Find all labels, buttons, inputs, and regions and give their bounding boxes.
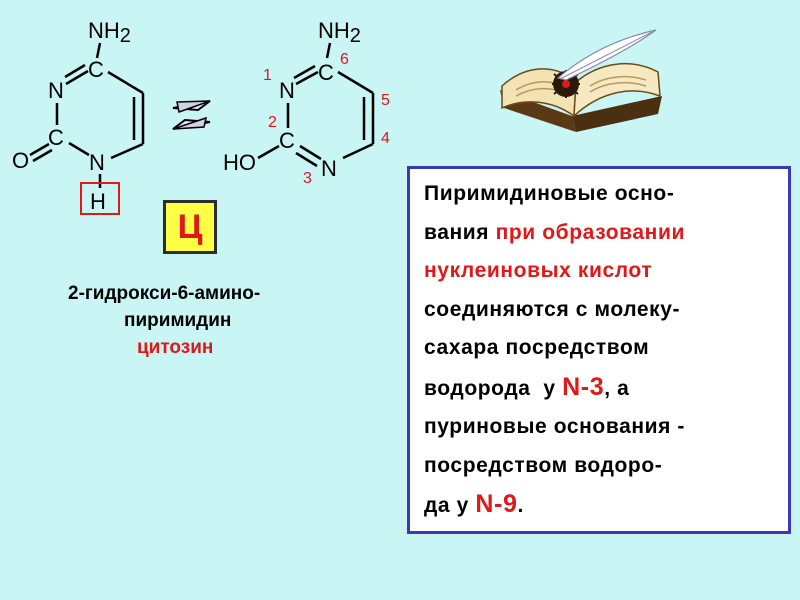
caption-line-2: пиримидин (124, 310, 232, 331)
right-bond-c2-n3 (299, 144, 322, 161)
right-bond-n1-c6 (295, 70, 319, 86)
text-line-5: сахара посредством (424, 336, 650, 359)
text-line-9: да у N-9. (424, 485, 778, 526)
right-n1: N (279, 78, 295, 103)
left-bond-c-o-double (32, 148, 53, 163)
left-o: O (12, 148, 29, 173)
left-bond-c6-n (110, 142, 144, 160)
text-line-6-start: водорода у (424, 376, 563, 400)
right-structure: NH2 C 6 N 1 5 4 2 C N 3 HO (223, 18, 390, 187)
feather-icon (556, 29, 657, 81)
explanation-textbox: Пиримидиновые осно- вания при образовани… (407, 166, 791, 534)
left-c-top: C (88, 57, 104, 82)
text-line-9-start: да у (424, 494, 476, 517)
text-line-9-end: . (517, 494, 524, 517)
caption-line-1: 2-гидрокси-6-амино- (68, 283, 261, 304)
equilibrium-arrows-icon (172, 100, 211, 130)
right-bond-n1-c6-double (293, 64, 316, 80)
left-bond-n-c (65, 69, 89, 86)
right-nh2-label: NH2 (318, 18, 361, 47)
left-bond-c2-n1 (68, 141, 90, 157)
pos-2: 2 (268, 114, 277, 131)
right-n3: N (321, 156, 337, 181)
left-structure: NH2 C N C N O H (12, 18, 145, 214)
text-line-1: Пиримидиновые осно- (424, 182, 675, 205)
left-n-left: N (48, 78, 64, 103)
left-bond-c-c5 (107, 70, 144, 95)
pos-6: 6 (340, 51, 349, 68)
highlight-n3: N-3 (562, 372, 605, 401)
book-icon (500, 29, 662, 132)
text-line-7: пуриновые основания - (424, 415, 686, 438)
pos-3: 3 (303, 170, 312, 187)
right-bond-c-nh2 (325, 42, 332, 59)
cytosine-symbol-box: Ц (163, 200, 217, 254)
right-bond-c4-n3 (342, 142, 374, 160)
text-line-2-start: вания (424, 220, 496, 244)
highlight-n9: N-9 (475, 490, 518, 518)
right-c6: C (318, 60, 334, 85)
left-n1: N (89, 150, 105, 175)
text-line-4: соединяются с молеку- (424, 297, 681, 321)
left-c2: C (48, 125, 64, 150)
text-line-8: посредством водоро- (424, 453, 663, 477)
pos-4: 4 (381, 130, 390, 147)
left-h: H (90, 189, 106, 214)
right-bond-c2-oh (257, 144, 280, 160)
right-bond-c6-c5 (337, 70, 374, 95)
h-highlight-box (80, 182, 120, 215)
left-bond-c-nh2 (95, 42, 102, 59)
structure-caption: 2-гидрокси-6-амино- пиримидин цитозин (30, 280, 370, 361)
right-ho: HO (223, 150, 256, 175)
text-line-6-end: , а (604, 376, 630, 400)
cytosine-symbol: Ц (177, 207, 203, 246)
text-line-6: водорода у N-3, а (424, 368, 778, 409)
text-line-2: вания при образовании (424, 214, 778, 253)
highlight-nucleic-acids: нуклеиновых кислот (424, 259, 653, 282)
left-bond-n-c-double (64, 63, 86, 79)
pos-5: 5 (381, 92, 390, 109)
left-bond-c-o (29, 142, 50, 157)
right-bond-c2-n3-double (295, 151, 318, 168)
highlight-formation: при образовании (495, 220, 685, 244)
left-nh2-label: NH2 (88, 18, 131, 47)
caption-name: цитозин (137, 337, 214, 358)
right-c2: C (279, 128, 295, 153)
pos-1: 1 (263, 67, 272, 84)
